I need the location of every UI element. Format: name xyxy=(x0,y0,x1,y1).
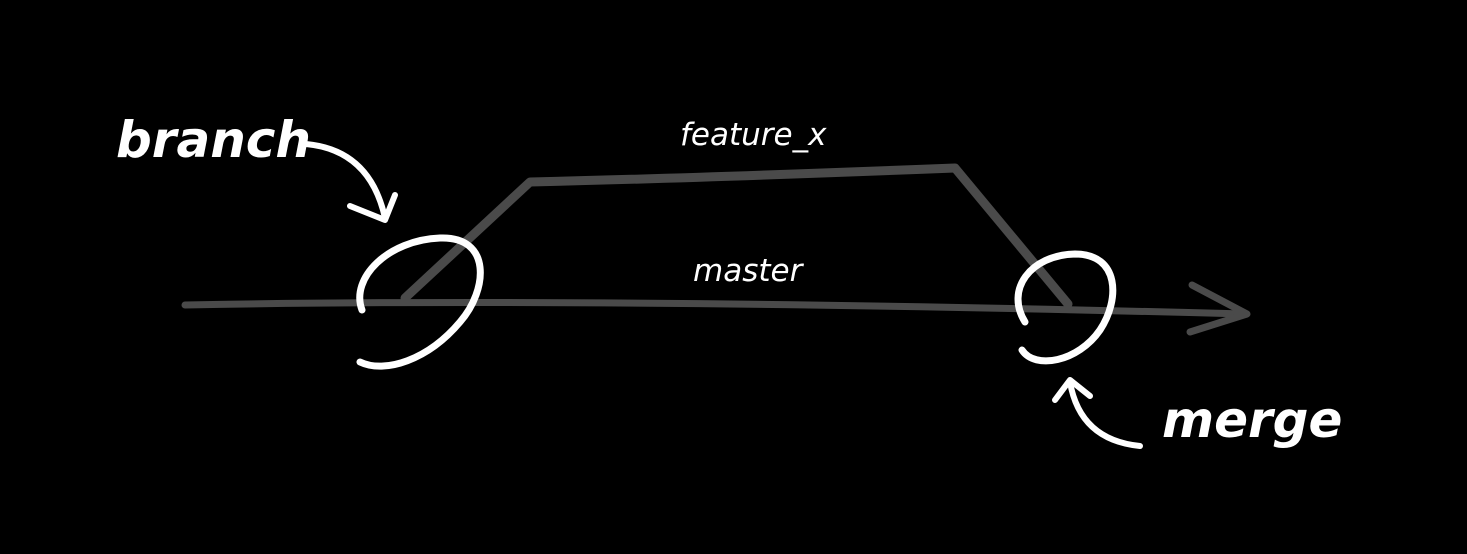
branch-pointer-arrowhead xyxy=(347,192,398,223)
branch-pointer-arrow xyxy=(303,141,388,221)
feature-branch-line xyxy=(400,163,1073,309)
merge-point-circle xyxy=(1014,250,1117,365)
branch-point-circle xyxy=(356,234,484,370)
merge-pointer-arrow xyxy=(1067,379,1143,449)
feature-branch-label: feature_x xyxy=(680,117,827,153)
branch-label: branch xyxy=(116,111,311,169)
master-branch-label: master xyxy=(693,253,805,289)
merge-pointer-arrowhead xyxy=(1052,377,1093,403)
master-branch-line xyxy=(181,298,1249,318)
master-arrowhead xyxy=(1186,281,1251,336)
merge-label: merge xyxy=(1162,391,1342,449)
